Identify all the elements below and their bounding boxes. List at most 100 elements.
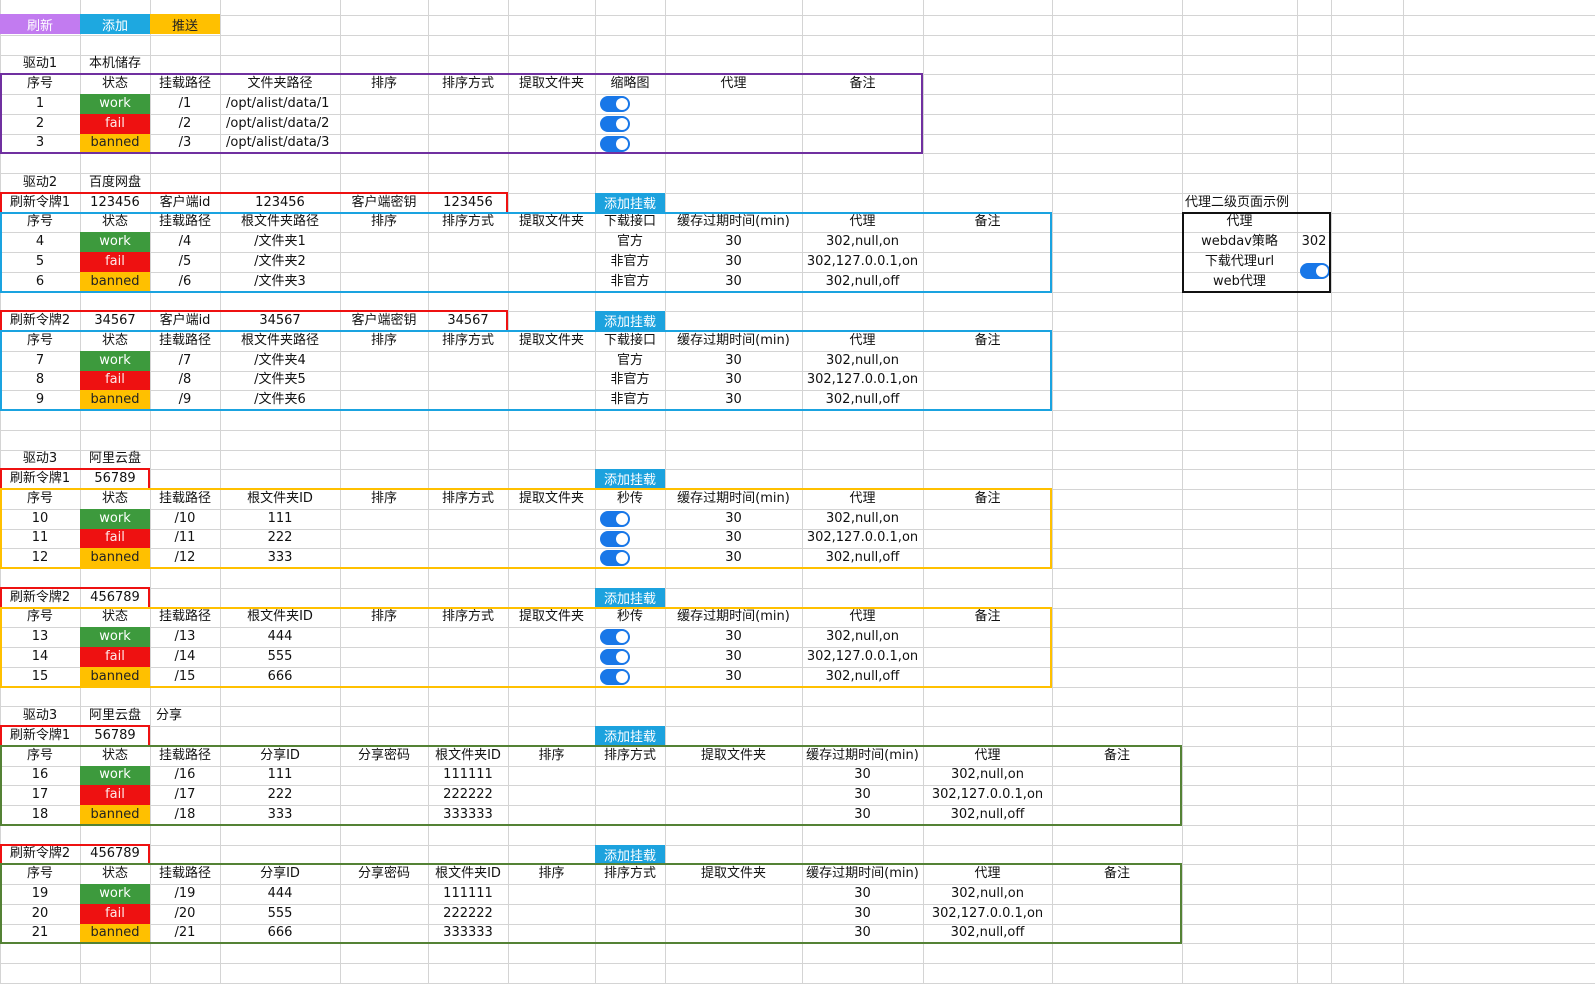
root-folder-id: 111 [267,510,293,526]
column-header: 挂载路径 [158,332,211,348]
push-button[interactable]: 推送 [150,14,220,34]
driver-type: 百度网盘 [88,174,141,190]
share-id: 111 [267,767,293,783]
column-header: 代理 [974,866,1001,882]
refresh-token-value[interactable]: 456789 [90,589,140,605]
status-badge-banned: banned [80,666,150,687]
cache-expiry: 30 [854,905,871,921]
status-badge-fail: fail [80,370,150,391]
mount-path: /15 [174,668,196,684]
proxy-value: 302,null,off [825,392,900,408]
column-header: 提取文件夹 [518,214,584,230]
refresh-token-value[interactable]: 56789 [94,727,136,743]
mount-path: /12 [174,550,196,566]
share-id: 444 [267,885,293,901]
client-secret-value[interactable]: 123456 [443,194,493,210]
add-mount-button[interactable]: 添加挂载 [595,844,665,864]
add-mount-button[interactable]: 添加挂载 [595,726,665,745]
column-header: 秒传 [616,609,643,625]
cache-expiry: 30 [854,885,871,901]
proxy-value: 302,127.0.0.1,on [806,530,919,546]
thumbnail-toggle[interactable] [600,96,630,112]
add-button[interactable]: 添加 [80,14,150,34]
root-folder-path: /文件夹6 [254,392,306,408]
root-folder-path: /文件夹4 [254,352,306,368]
add-mount-button[interactable]: 添加挂载 [595,587,665,607]
proxy-value: 302,127.0.0.1,on [931,787,1044,803]
column-header: 分享密码 [357,866,410,882]
column-header: 备注 [1103,747,1130,763]
root-folder-id: 333333 [443,925,493,941]
root-folder-id: 444 [267,629,293,645]
rapid-upload-toggle[interactable] [600,649,630,665]
cache-expiry: 30 [725,510,742,526]
cache-expiry: 30 [725,629,742,645]
add-mount-button[interactable]: 添加挂载 [595,192,665,212]
web-proxy-toggle[interactable] [1300,263,1330,279]
rapid-upload-toggle[interactable] [600,530,630,547]
root-folder-id: 333 [267,550,293,566]
download-proxy-url-label: 下载代理url [1204,253,1275,269]
status-badge-fail: fail [80,113,150,134]
client-id-value[interactable]: 123456 [255,194,305,210]
cache-expiry: 30 [725,668,742,684]
driver-type: 阿里云盘 [88,451,141,467]
refresh-token-value[interactable]: 56789 [94,471,136,487]
column-header: 根文件夹路径 [240,214,319,230]
download-api: 官方 [616,234,643,250]
root-folder-id: 222 [267,530,293,546]
column-header: 代理 [849,609,876,625]
proxy-value: 302,127.0.0.1,on [806,648,919,664]
rapid-upload-toggle[interactable] [600,550,630,567]
cache-expiry: 30 [725,234,742,250]
root-folder-id: 333333 [443,806,493,822]
rapid-upload-toggle[interactable] [600,629,630,646]
row-index: 6 [35,273,45,289]
client-secret-value[interactable]: 34567 [447,313,489,329]
column-header: 代理 [849,332,876,348]
row-index: 19 [31,885,49,901]
column-header: 根文件夹ID [435,747,501,763]
root-folder-id: 222222 [443,905,493,921]
refresh-token-value[interactable]: 123456 [90,194,140,210]
proxy-value: 302,null,off [825,668,900,684]
cache-expiry: 30 [725,253,742,269]
rapid-upload-toggle[interactable] [600,510,630,527]
column-header: 排序方式 [441,214,494,230]
row-index: 15 [31,668,49,684]
mount-path: /9 [178,392,192,408]
root-folder-id: 555 [267,648,293,664]
add-mount-button[interactable]: 添加挂载 [595,469,665,489]
thumbnail-toggle[interactable] [600,115,630,132]
mount-path: /20 [174,905,196,921]
row-index: 11 [31,530,49,546]
cache-expiry: 30 [854,767,871,783]
thumbnail-toggle[interactable] [600,135,630,152]
column-header: 提取文件夹 [518,490,584,506]
column-header: 分享ID [260,866,300,882]
mount-path: /3 [178,135,192,151]
client-id-value[interactable]: 34567 [259,313,301,329]
refresh-token-label: 刷新令牌2 [9,589,71,605]
cache-expiry: 30 [854,806,871,822]
add-mount-button[interactable]: 添加挂载 [595,311,665,331]
column-header: 备注 [849,76,876,92]
cache-expiry: 30 [725,530,742,546]
mount-path: /8 [178,372,192,388]
column-header: 排序 [538,747,565,763]
download-api: 官方 [616,352,643,368]
refresh-token-value[interactable]: 456789 [90,846,140,862]
row-index: 10 [31,510,49,526]
refresh-token-value[interactable]: 34567 [94,313,136,329]
rapid-upload-toggle[interactable] [600,668,630,685]
client-id-label: 客户端id [159,194,211,210]
share-id: 222 [267,787,293,803]
column-header: 序号 [26,609,53,625]
row-index: 7 [35,352,45,368]
column-header: 代理 [720,76,747,92]
column-header: 备注 [974,609,1001,625]
refresh-button[interactable]: 刷新 [0,14,80,34]
webdav-policy-value[interactable]: 302 [1301,234,1327,250]
status-badge-work: work [80,765,150,786]
share-id: 333 [267,806,293,822]
